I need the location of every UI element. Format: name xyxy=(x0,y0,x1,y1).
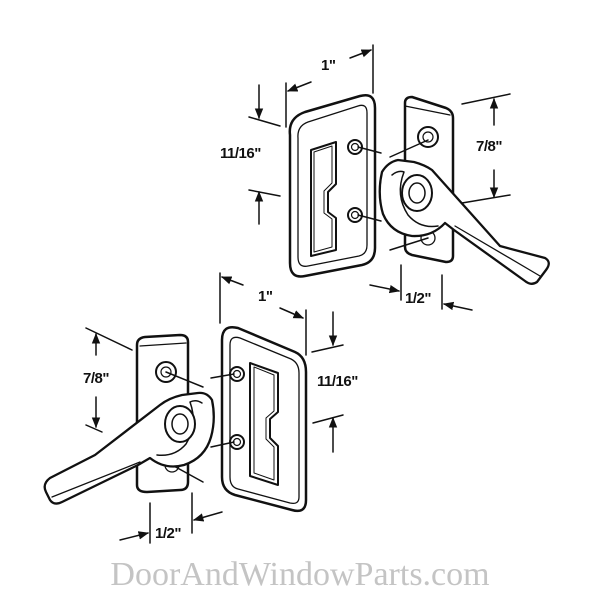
bottom-keeper-height-label: 11/16" xyxy=(317,373,358,390)
top-lock-height-label: 7/8" xyxy=(476,138,502,155)
bottom-lock xyxy=(43,333,215,505)
top-keeper-height-label: 11/16" xyxy=(220,145,261,162)
bottom-keeper xyxy=(210,326,308,513)
top-keeper xyxy=(288,94,382,278)
bottom-keeper-width-label: 1" xyxy=(258,288,273,305)
top-keeper-width-label: 1" xyxy=(321,57,336,74)
watermark: DoorAndWindowParts.com xyxy=(110,556,490,593)
bottom-lock-height-label: 7/8" xyxy=(83,370,109,387)
bottom-lock-base-width-label: 1/2" xyxy=(155,525,181,542)
top-lock-base-width-label: 1/2" xyxy=(405,290,431,307)
top-lock xyxy=(378,95,550,285)
